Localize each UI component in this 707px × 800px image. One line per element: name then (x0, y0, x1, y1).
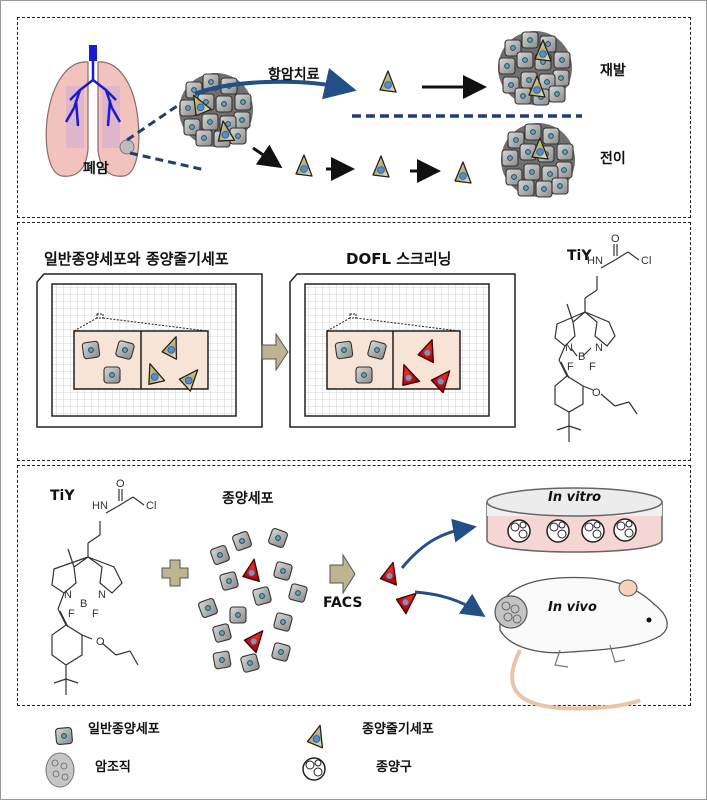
stained-stem-cell-icon (241, 557, 264, 583)
svg-text:O: O (592, 387, 601, 399)
panel-facs-sorting (17, 465, 691, 706)
stained-stem-cell-icon (242, 625, 271, 654)
svg-text:O: O (116, 478, 125, 490)
therapy-label: 항암치료 (268, 67, 320, 83)
cell-plate-after (289, 273, 516, 428)
svg-text:O: O (611, 233, 620, 245)
svg-text:Cl: Cl (146, 500, 156, 512)
lung-cancer-label: 폐암 (83, 161, 109, 177)
svg-text:O: O (96, 636, 105, 648)
svg-text:HN: HN (587, 255, 603, 267)
svg-text:B: B (80, 598, 87, 610)
sorted-stem-cell-icon (379, 559, 403, 586)
svg-text:N: N (64, 589, 72, 601)
svg-text:N: N (595, 342, 603, 354)
svg-text:HN: HN (92, 500, 108, 512)
tumorsphere-icon (507, 519, 531, 543)
therapy-arrow (194, 68, 357, 100)
in-vitro-label: In vitro (548, 490, 602, 505)
tumor-cell-mixture (197, 527, 309, 674)
legend-label-cancer-tissue: 암조직 (95, 760, 131, 775)
tiy-chemical-structure: O HN Cl N N B F F O (554, 233, 651, 442)
petri-dish-in-vitro (486, 487, 663, 553)
svg-text:N: N (565, 342, 573, 354)
cancer-stem-cell-icon (306, 722, 329, 749)
svg-text:F: F (92, 608, 99, 620)
facs-label: FACS (323, 595, 363, 611)
mouse-in-vivo (494, 576, 668, 711)
tumorsphere-icon (302, 757, 326, 781)
mouse-tail (510, 649, 641, 711)
panel-dofl-screening (17, 222, 691, 461)
legend-label-cancer-stem-cell: 종양줄기세포 (362, 722, 434, 737)
to-in-vitro-arrow (400, 518, 477, 569)
cell-plate-before (36, 273, 263, 428)
panel-recurrence-metastasis (17, 17, 691, 218)
recurrence-label: 재발 (600, 63, 626, 79)
tumorsphere-icon (581, 519, 605, 543)
legend (45, 722, 329, 788)
process-arrow-icon (261, 332, 289, 372)
arrow-icon (252, 144, 283, 169)
svg-text:F: F (589, 361, 596, 373)
svg-text:N: N (98, 589, 106, 601)
tiy-chemical-structure: O HN Cl N N B F F O (51, 478, 156, 695)
svg-text:Cl: Cl (641, 255, 651, 267)
svg-text:F: F (68, 608, 75, 620)
facs-arrow-icon (329, 553, 356, 595)
bronchi-icon (64, 48, 122, 127)
legend-label-normal-tumor-cell: 일반종양세포 (88, 722, 160, 737)
tumor-cells-title: 종양세포 (222, 491, 274, 507)
metastasis-label: 전이 (600, 151, 626, 167)
svg-text:B: B (578, 351, 585, 363)
plus-icon (161, 559, 189, 587)
cancer-tissue-icon (45, 752, 75, 788)
to-in-vivo-arrow (414, 590, 486, 617)
tumorsphere-icon (546, 519, 570, 543)
legend-label-tumorsphere: 종양구 (376, 760, 412, 775)
svg-text:F: F (567, 361, 574, 373)
left-screen-title: 일반종양세포와 종양줄기세포 (44, 250, 229, 268)
tumorsphere-icon (613, 518, 637, 542)
lungs-illustration (45, 45, 140, 177)
compound-name-label: TiY (50, 488, 75, 504)
right-screen-title: DOFL 스크리닝 (346, 250, 452, 268)
xenograft-tumor-icon (494, 595, 528, 629)
compound-name-label: TiY (567, 248, 592, 264)
normal-tumor-cell-icon (54, 726, 74, 746)
in-vivo-label: In vivo (548, 600, 597, 615)
